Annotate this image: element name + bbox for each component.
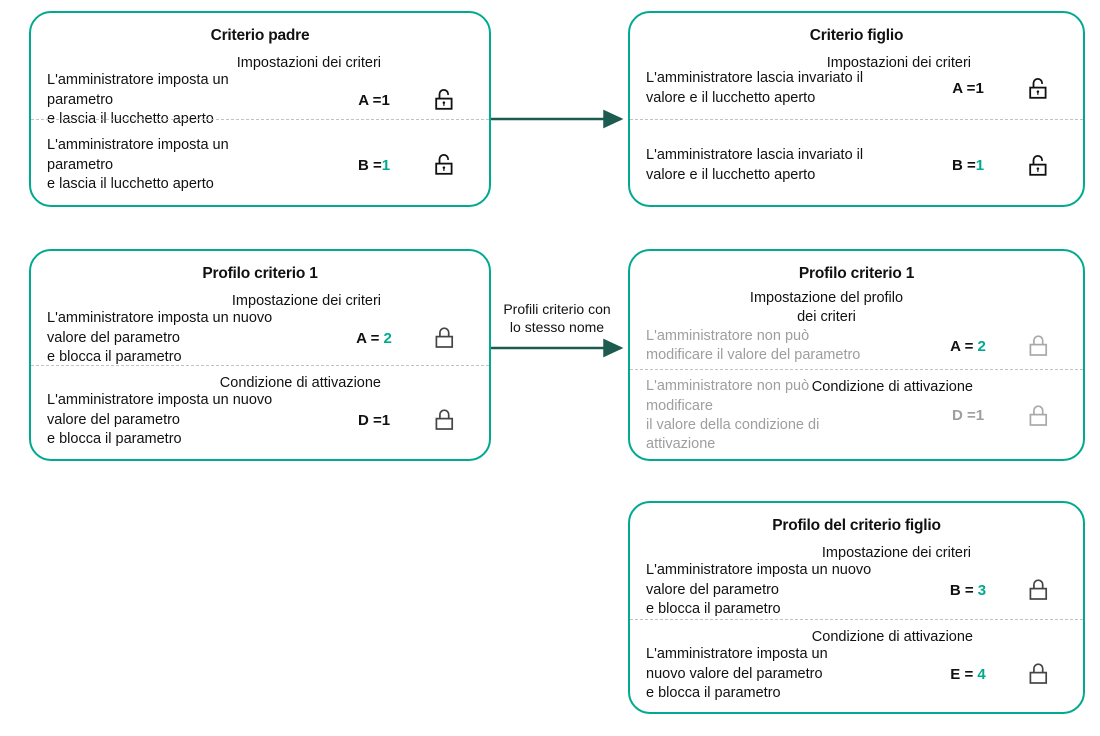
parameter-number: 4 xyxy=(977,665,986,683)
equals-sign: = xyxy=(372,91,382,109)
card-title: Criterio padre xyxy=(210,27,310,44)
parameter-key: A xyxy=(356,329,367,347)
parameter-number: 1 xyxy=(975,157,985,175)
parameter-number: 2 xyxy=(383,329,392,347)
section-impostazione-profilo-criteri: Impostazione del profilo dei criteri L'a… xyxy=(630,285,1083,369)
card-criterio-padre[interactable]: Criterio padre Impostazioni dei criteri … xyxy=(29,11,491,207)
parameter-number: 1 xyxy=(975,80,984,97)
parameter-number: 1 xyxy=(381,156,391,174)
arrow-profile-to-profile-label: Profili criterio con lo stesso nome xyxy=(503,301,611,336)
equals-sign: = xyxy=(372,411,382,429)
section-header: Impostazione dei criteri xyxy=(231,293,381,310)
parameter-key: E xyxy=(950,665,961,683)
parameter-key: B xyxy=(951,157,963,175)
parameter-key: A xyxy=(358,91,369,109)
section-header: Impostazioni dei criteri xyxy=(236,55,381,72)
parameter-value: B =1 xyxy=(331,157,417,174)
parameter-key: D xyxy=(951,407,963,425)
lock-closed-icon xyxy=(417,326,473,350)
equals-sign: = xyxy=(372,156,382,174)
equals-sign: = xyxy=(370,329,380,347)
section-header: Impostazioni dei criteri xyxy=(826,55,971,72)
section-header: Condizione di attivazione xyxy=(219,375,381,392)
lock-closed-icon xyxy=(1011,578,1067,602)
card-title: Profilo criterio 1 xyxy=(798,265,915,282)
parameter-value: A =1 xyxy=(925,80,1011,97)
parameter-number: 1 xyxy=(381,91,390,109)
parameter-value: B = 3 xyxy=(925,582,1011,599)
lock-closed-icon xyxy=(1011,334,1067,358)
section-header: Impostazione del profilo dei criteri xyxy=(749,290,904,326)
equals-sign: = xyxy=(966,407,976,425)
equals-sign: = xyxy=(964,665,974,683)
parameter-value: D =1 xyxy=(331,412,417,429)
lock-closed-icon xyxy=(417,408,473,432)
parameter-value: D =1 xyxy=(925,407,1011,424)
section-condizione-attivazione: Condizione di attivazione L'amministrato… xyxy=(630,369,1083,467)
section-impostazione-criteri: Impostazione dei criteri L'amministrator… xyxy=(31,285,489,365)
section-description: L'amministratore imposta un parametro e … xyxy=(47,137,229,192)
section-parameter-b: L'amministratore lascia invariato il val… xyxy=(630,119,1083,204)
card-profilo-criterio-figlio[interactable]: Profilo del criterio figlio Impostazione… xyxy=(628,501,1085,714)
parameter-value: B =1 xyxy=(925,157,1011,174)
section-parameter-b: L'amministratore imposta un parametro e … xyxy=(31,119,489,204)
equals-sign: = xyxy=(964,337,974,355)
section-description: L'amministratore imposta un parametro e … xyxy=(47,72,229,127)
parameter-key: B xyxy=(949,581,961,599)
equals-sign: = xyxy=(966,80,976,97)
card-title: Profilo criterio 1 xyxy=(202,265,318,282)
equals-sign: = xyxy=(964,581,974,599)
parameter-number: 2 xyxy=(977,337,986,355)
lock-closed-icon xyxy=(1011,404,1067,428)
card-criterio-figlio[interactable]: Criterio figlio Impostazioni dei criteri… xyxy=(628,11,1085,207)
section-description: L'amministratore imposta un nuovo valore… xyxy=(646,562,872,617)
card-profilo-criterio-1-left[interactable]: Profilo criterio 1 Impostazione dei crit… xyxy=(29,249,491,461)
equals-sign: = xyxy=(966,157,976,175)
section-impostazione-criteri: Impostazione dei criteri L'amministrator… xyxy=(630,537,1083,619)
section-description: L'amministratore non può modificare il v… xyxy=(646,378,820,453)
parameter-value: A =1 xyxy=(331,92,417,109)
lock-open-icon xyxy=(417,153,473,177)
section-header: Condizione di attivazione xyxy=(811,629,973,646)
card-title: Criterio figlio xyxy=(809,27,904,44)
parameter-value: E = 4 xyxy=(925,666,1011,683)
parameter-value: A = 2 xyxy=(331,330,417,347)
lock-open-icon xyxy=(1011,77,1067,101)
section-description: L'amministratore lascia invariato il val… xyxy=(646,70,864,106)
parameter-key: A xyxy=(950,337,961,355)
lock-open-icon xyxy=(417,88,473,112)
lock-closed-icon xyxy=(1011,662,1067,686)
section-description: L'amministratore imposta un nuovo valore… xyxy=(47,310,273,365)
section-impostazioni-criteri: Impostazioni dei criteri L'amministrator… xyxy=(630,47,1083,119)
lock-open-icon xyxy=(1011,154,1067,178)
parameter-key: D xyxy=(357,411,369,429)
section-description: L'amministratore non può modificare il v… xyxy=(646,328,861,364)
card-profilo-criterio-1-right[interactable]: Profilo criterio 1 Impostazione del prof… xyxy=(628,249,1085,461)
section-description: L'amministratore lascia invariato il val… xyxy=(646,147,864,183)
section-header: Condizione di attivazione xyxy=(811,379,973,396)
section-header: Impostazione dei criteri xyxy=(821,545,971,562)
section-condizione-attivazione: Condizione di attivazione L'amministrato… xyxy=(31,365,489,461)
section-description: L'amministratore imposta un nuovo valore… xyxy=(47,392,273,447)
card-title: Profilo del criterio figlio xyxy=(772,517,941,534)
parameter-number: 1 xyxy=(975,407,985,425)
parameter-value: A = 2 xyxy=(925,338,1011,355)
section-condizione-attivazione: Condizione di attivazione L'amministrato… xyxy=(630,619,1083,715)
parameter-number: 3 xyxy=(977,581,987,599)
section-impostazioni-criteri: Impostazioni dei criteri L'amministrator… xyxy=(31,47,489,127)
parameter-number: 1 xyxy=(381,411,391,429)
section-description: L'amministratore imposta un nuovo valore… xyxy=(646,646,828,701)
parameter-key: A xyxy=(952,80,963,97)
parameter-key: B xyxy=(357,156,369,174)
